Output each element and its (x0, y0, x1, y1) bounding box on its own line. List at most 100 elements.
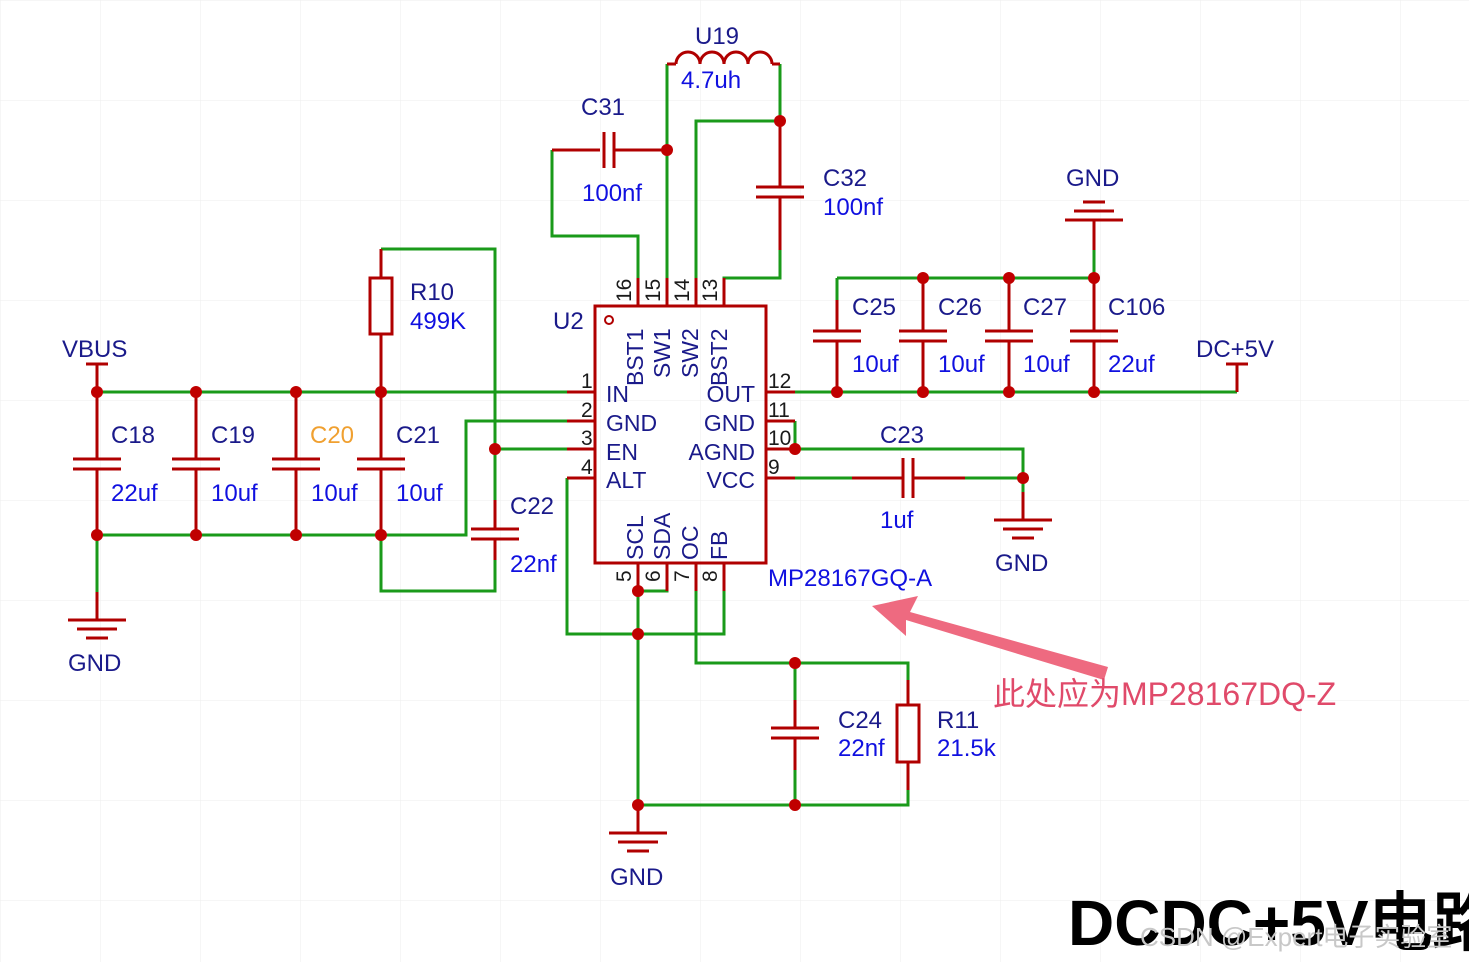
gnd-symbol-top: GND (1065, 165, 1123, 250)
pin-num-8: 8 (699, 570, 722, 582)
c25-value: 10uf (852, 351, 899, 378)
resistor-r10[interactable]: R10 499K (368, 249, 466, 392)
c27-ref: C27 (1023, 294, 1067, 321)
gnd-symbol-right: GND (994, 492, 1052, 577)
r11-ref: R11 (937, 707, 979, 734)
capacitor-c24[interactable]: C24 22nf (771, 700, 885, 770)
c21-ref: C21 (396, 422, 440, 449)
c26-value: 10uf (938, 351, 985, 378)
annotation-arrow (872, 596, 1108, 680)
gnd-symbol-bottom: GND (609, 805, 667, 891)
pin-num-10: 10 (768, 427, 791, 450)
capacitor-c21[interactable]: C21 10uf (357, 392, 443, 535)
page-title: DCDC+5V电路 (1068, 887, 1469, 959)
pin-name-en: EN (606, 439, 638, 465)
pin-num-16: 16 (613, 279, 636, 302)
c19-ref: C19 (211, 422, 255, 449)
c20-ref: C20 (310, 422, 354, 449)
c21-value: 10uf (396, 480, 443, 507)
capacitor-c18[interactable]: C18 22uf (73, 392, 158, 535)
ic-u2[interactable]: U2 MP28167GQ-A 1 2 3 4 IN GND EN ALT 12 … (553, 278, 932, 592)
dc5v-port: DC+5V (1196, 336, 1274, 392)
capacitor-c22[interactable]: C22 22nf (471, 493, 557, 578)
c32-ref: C32 (823, 165, 867, 192)
pin-num-14: 14 (671, 278, 694, 302)
pin-name-agnd: AGND (689, 439, 755, 465)
capacitor-c31[interactable]: C31 100nf (552, 94, 667, 207)
pin-name-vcc: VCC (706, 467, 755, 493)
pin-num-7: 7 (671, 570, 694, 582)
pin-num-11: 11 (768, 399, 790, 422)
pin-name-bst2: BST2 (706, 328, 732, 386)
vbus-label: VBUS (62, 336, 127, 363)
pin-num-1: 1 (581, 370, 593, 393)
ic-body[interactable] (593, 304, 768, 565)
pin-name-scl: SCL (622, 515, 648, 560)
r11-value: 21.5k (937, 735, 997, 762)
pin-name-in: IN (606, 381, 629, 407)
pin-name-sw2: SW2 (677, 328, 703, 378)
inductor-u19[interactable]: U19 4.7uh (667, 23, 780, 94)
capacitor-c27[interactable]: C27 10uf (985, 278, 1070, 392)
gnd-label-bottom: GND (610, 864, 663, 891)
gnd-label-left: GND (68, 650, 121, 677)
pin-num-6: 6 (642, 570, 665, 582)
pin-num-3: 3 (581, 427, 593, 450)
capacitor-c23[interactable]: C23 1uf (852, 422, 965, 534)
inductor-value: 4.7uh (681, 67, 741, 94)
c22-value: 22nf (510, 551, 557, 578)
r10-ref: R10 (410, 279, 454, 306)
watermark: CSDN @Expert电子实验室 (1140, 922, 1452, 952)
vbus-port: VBUS (62, 336, 127, 392)
ic-ref: U2 (553, 308, 584, 335)
c19-value: 10uf (211, 480, 258, 507)
c31-value: 100nf (582, 180, 642, 207)
pin-name-oc: OC (677, 526, 703, 561)
pin-name-bst1: BST1 (622, 328, 648, 386)
c24-value: 22nf (838, 735, 885, 762)
pin1-marker (604, 315, 614, 325)
ic-part-number: MP28167GQ-A (768, 565, 932, 592)
annotation-text: 此处应为MP28167DQ-Z (993, 676, 1336, 712)
pin-num-5: 5 (613, 570, 636, 582)
c18-value: 22uf (111, 480, 158, 507)
c27-value: 10uf (1023, 351, 1070, 378)
inductor-ref: U19 (695, 23, 739, 50)
r10-value: 499K (410, 308, 466, 335)
capacitor-c106[interactable]: C106 22uf (1070, 278, 1165, 392)
c106-value: 22uf (1108, 351, 1155, 378)
c22-ref: C22 (510, 493, 554, 520)
pin-num-4: 4 (581, 456, 593, 479)
dc5v-label: DC+5V (1196, 336, 1274, 363)
pin-name-out: OUT (706, 381, 755, 407)
capacitor-c19[interactable]: C19 10uf (172, 392, 258, 535)
pin-num-2: 2 (581, 399, 593, 422)
gnd-label-right: GND (995, 550, 1048, 577)
pin-num-13: 13 (699, 279, 722, 302)
pin-name-sda: SDA (649, 512, 675, 560)
resistor-r11[interactable]: R11 21.5k (895, 680, 997, 790)
c31-ref: C31 (581, 94, 625, 121)
capacitor-c32[interactable]: C32 100nf (756, 121, 883, 250)
pin-num-15: 15 (642, 279, 665, 302)
c32-value: 100nf (823, 194, 883, 221)
pin-num-9: 9 (768, 456, 780, 479)
gnd-symbol-left: GND (68, 592, 126, 677)
c20-value: 10uf (311, 480, 358, 507)
capacitor-c20[interactable]: C20 10uf (272, 392, 358, 535)
capacitor-c26[interactable]: C26 10uf (899, 278, 985, 392)
pin-name-fb: FB (706, 531, 732, 560)
c25-ref: C25 (852, 294, 896, 321)
pin-name-gnd-left: GND (606, 410, 657, 436)
pin-name-gnd-right: GND (704, 410, 755, 436)
c18-ref: C18 (111, 422, 155, 449)
junctions (91, 115, 1100, 811)
c24-ref: C24 (838, 707, 882, 734)
annotation: 此处应为MP28167DQ-Z (872, 596, 1336, 712)
capacitor-c25[interactable]: C25 10uf (813, 294, 899, 392)
pin-num-12: 12 (768, 370, 791, 393)
gnd-label-top: GND (1066, 165, 1119, 192)
